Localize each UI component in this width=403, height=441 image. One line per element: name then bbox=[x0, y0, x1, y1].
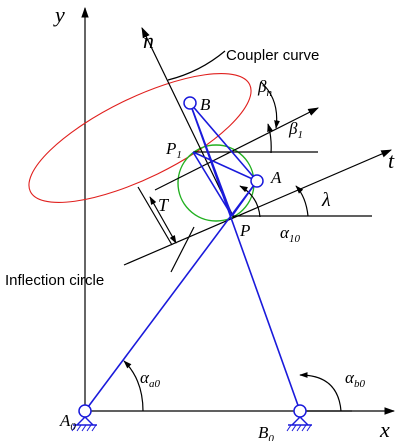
label-a0: A0 bbox=[59, 411, 76, 433]
label-beta-1: β1 bbox=[288, 119, 303, 141]
coupler-link-ap bbox=[231, 180, 258, 217]
label-alpha-b0: αb0 bbox=[345, 368, 365, 390]
beta-n-arc bbox=[260, 81, 280, 129]
ground-pivot-a0 bbox=[71, 404, 97, 432]
joint-b bbox=[183, 96, 197, 110]
ground-pivot-b0 bbox=[286, 404, 312, 432]
label-point-b: B bbox=[200, 95, 211, 114]
normal-axis-n bbox=[141, 27, 235, 219]
label-dimension-t: T bbox=[158, 195, 170, 215]
joint-a bbox=[250, 174, 264, 188]
label-p1: P1 bbox=[165, 139, 182, 161]
coupler-leader bbox=[167, 50, 226, 81]
label-normal-n: n bbox=[143, 28, 154, 53]
input-crank bbox=[84, 180, 258, 412]
coupler-link-ba bbox=[189, 102, 258, 182]
dimension-t-arrow bbox=[149, 196, 177, 244]
label-inflection-circle: Inflection circle bbox=[5, 272, 104, 289]
label-lambda: λ bbox=[321, 189, 331, 211]
coupler-curve bbox=[28, 73, 252, 203]
label-point-a: A bbox=[270, 168, 282, 187]
inflection-circle bbox=[177, 144, 255, 222]
label-alpha-a0: αa0 bbox=[140, 368, 160, 390]
label-y-axis: y bbox=[53, 2, 65, 27]
label-pole-p: P bbox=[239, 221, 250, 240]
coupler-link-p1a bbox=[192, 151, 258, 182]
label-alpha-10: α10 bbox=[280, 223, 300, 245]
lambda-arc bbox=[295, 185, 309, 217]
b-direction-line bbox=[154, 107, 319, 191]
alpha-a0-arc bbox=[123, 360, 144, 412]
label-b0: B0 bbox=[258, 423, 274, 441]
beta-1-arc bbox=[267, 123, 273, 154]
alpha-b0-arc bbox=[299, 372, 342, 412]
coupler-link-p1p bbox=[192, 151, 233, 217]
inflection-leader bbox=[170, 226, 195, 273]
alpha-10-arc bbox=[239, 185, 261, 218]
label-beta-n: βn bbox=[257, 77, 272, 99]
label-coupler-curve: Coupler curve bbox=[226, 47, 319, 64]
label-x-axis: x bbox=[379, 417, 390, 441]
label-tangent-t: t bbox=[388, 148, 395, 173]
